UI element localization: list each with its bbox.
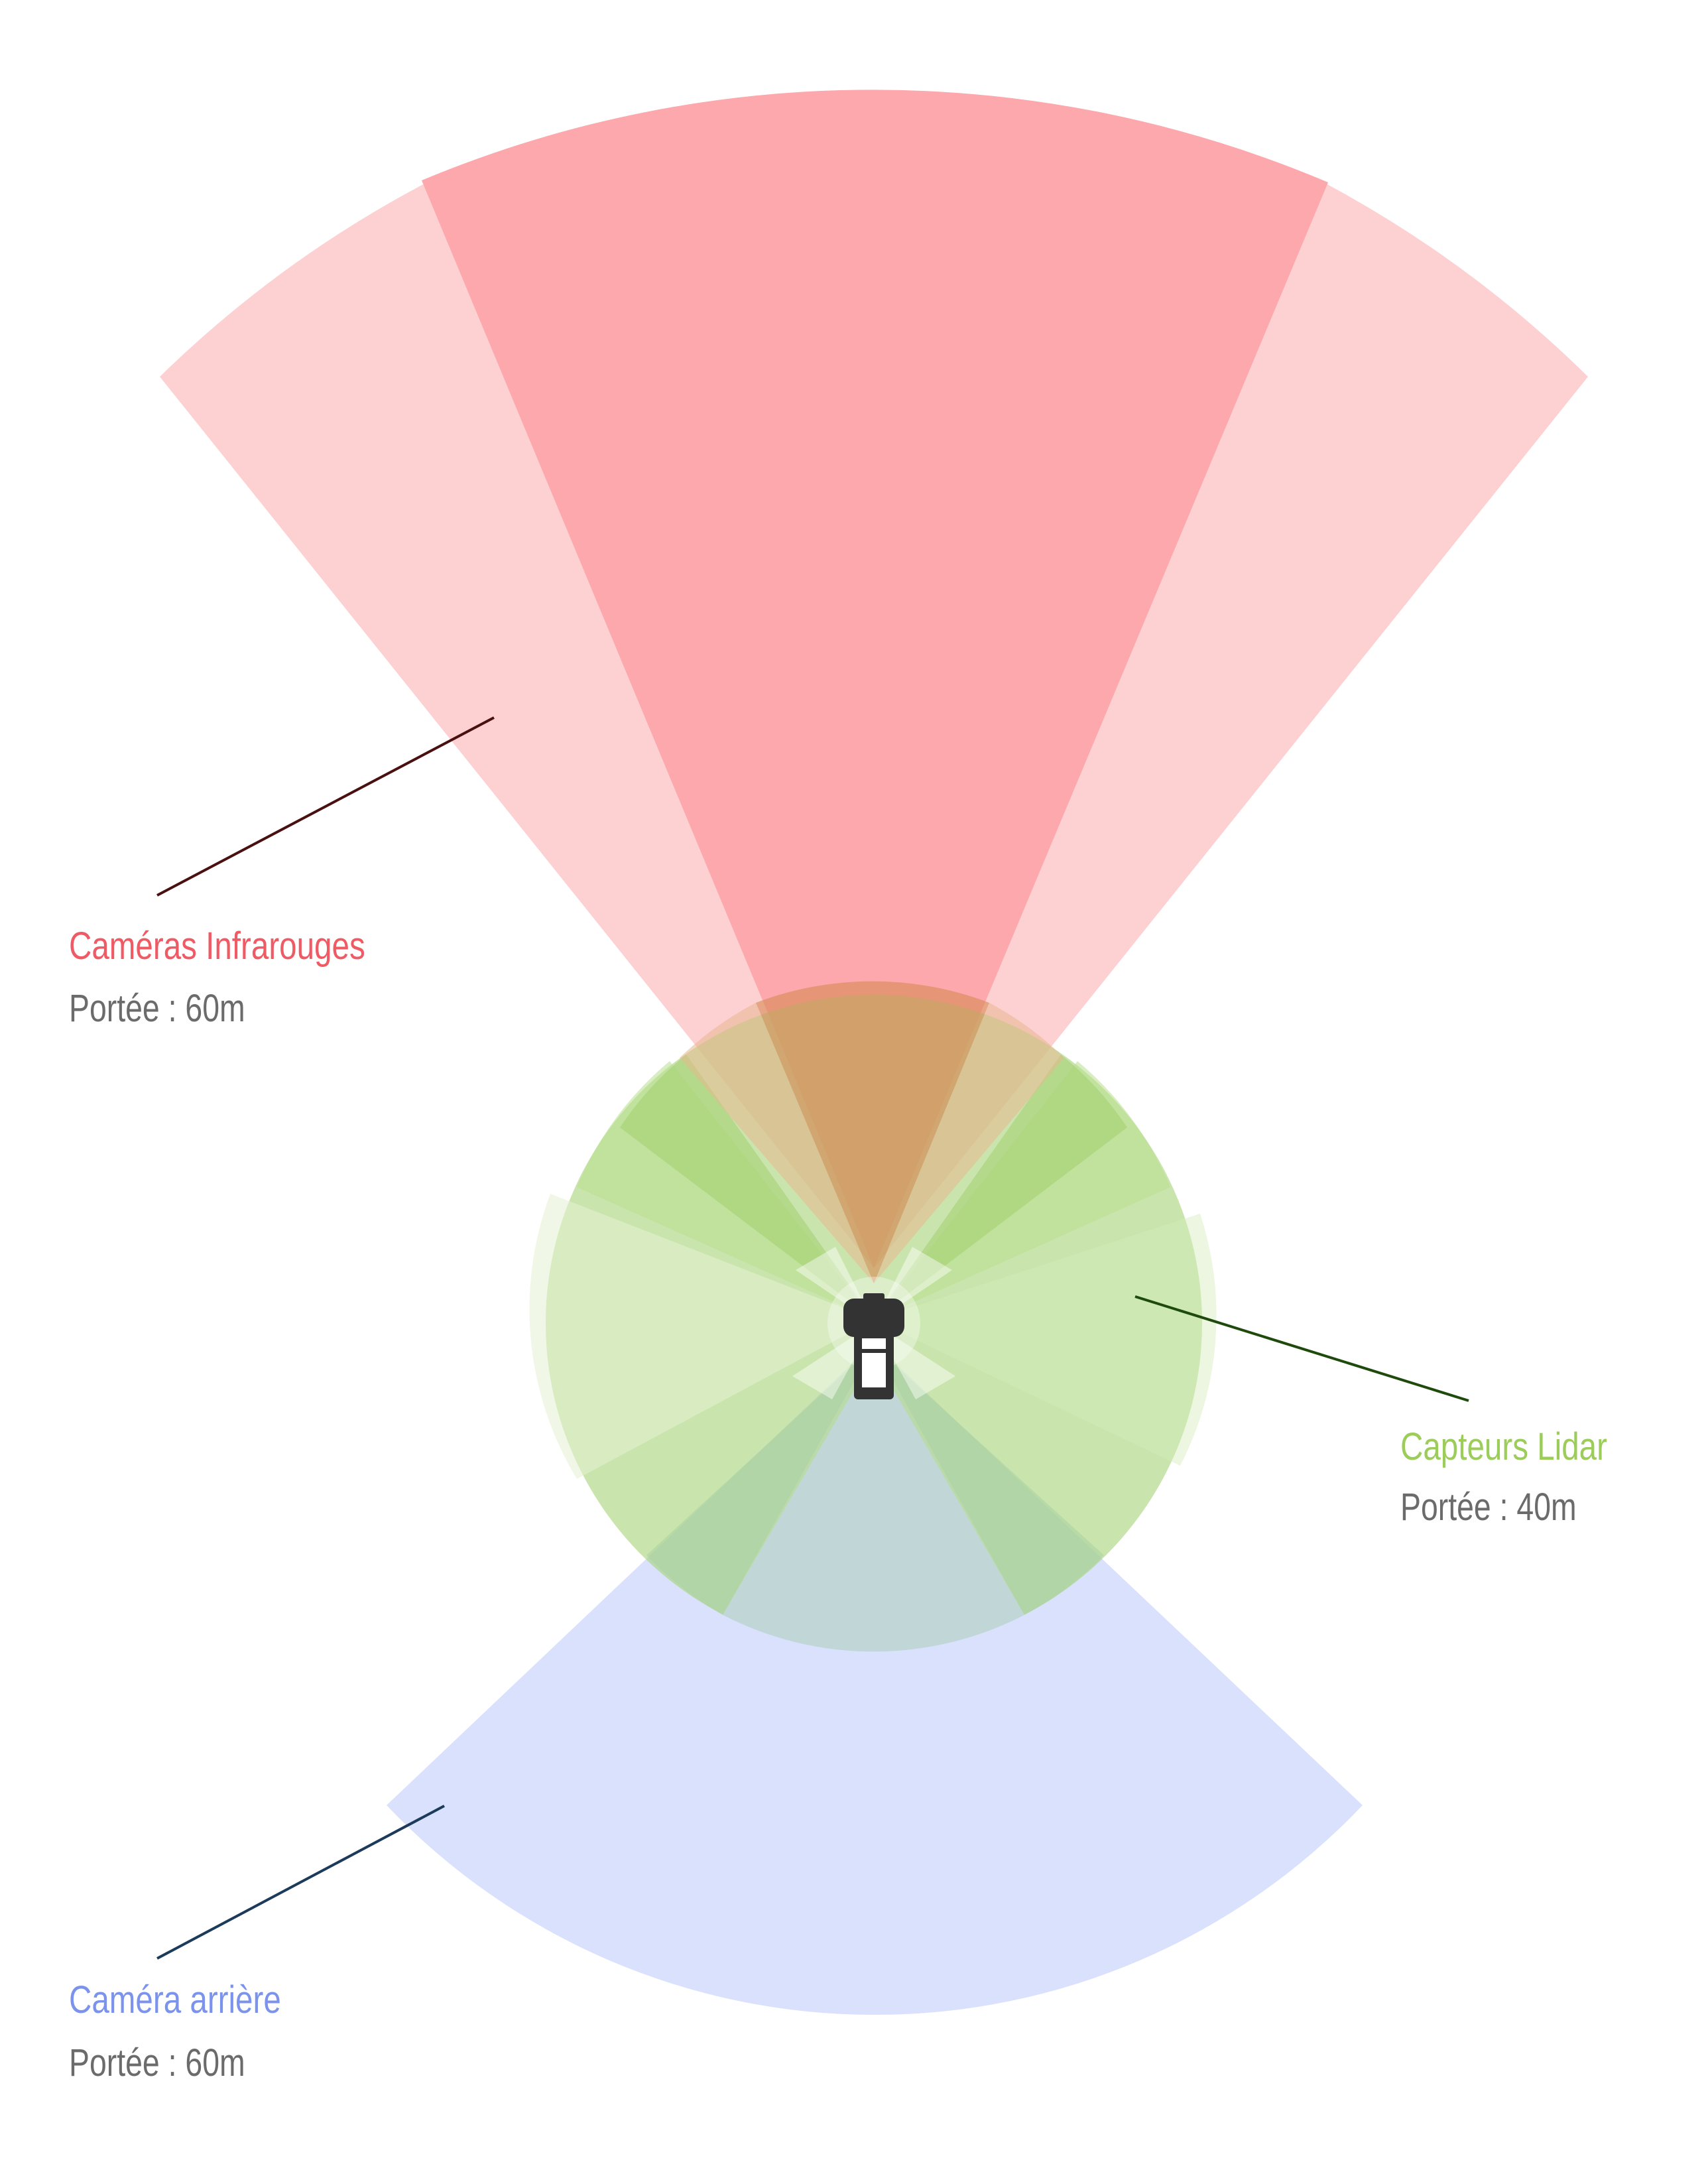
infrared-leader-line [156, 716, 495, 897]
infrared-main-wedge [422, 90, 1328, 1268]
infrared-lidar-overlap [756, 981, 989, 1283]
infrared-range: Portée : 60m [69, 987, 245, 1030]
infrared-side-overlap [874, 1003, 1064, 1283]
lidar-wedge [874, 1346, 1104, 1615]
infrared-title: Caméras Infrarouges [69, 925, 365, 968]
lidar-leader-line [1134, 1295, 1469, 1402]
rear-camera-wedge [387, 1343, 1363, 2015]
infrared-left-wedge [160, 184, 874, 1268]
lidar-wedge [529, 1194, 874, 1479]
lidar-wedge [646, 1346, 874, 1615]
car-icon [843, 1293, 904, 1399]
rear-camera-range: Portée : 60m [69, 2041, 245, 2084]
lidar-wedge [874, 1054, 1127, 1320]
rear-camera-title: Caméra arrière [69, 1978, 281, 2021]
lidar-title: Capteurs Lidar [1400, 1425, 1607, 1468]
rear-lidar-overlap [723, 1356, 1024, 1652]
infrared-side-overlap [680, 1003, 874, 1283]
lidar-wedge [874, 1214, 1217, 1466]
infrared-right-wedge [874, 184, 1588, 1268]
lidar-wedge [620, 1054, 874, 1320]
lidar-range: Portée : 40m [1400, 1486, 1577, 1529]
rear-camera-leader-line [156, 1805, 445, 1960]
